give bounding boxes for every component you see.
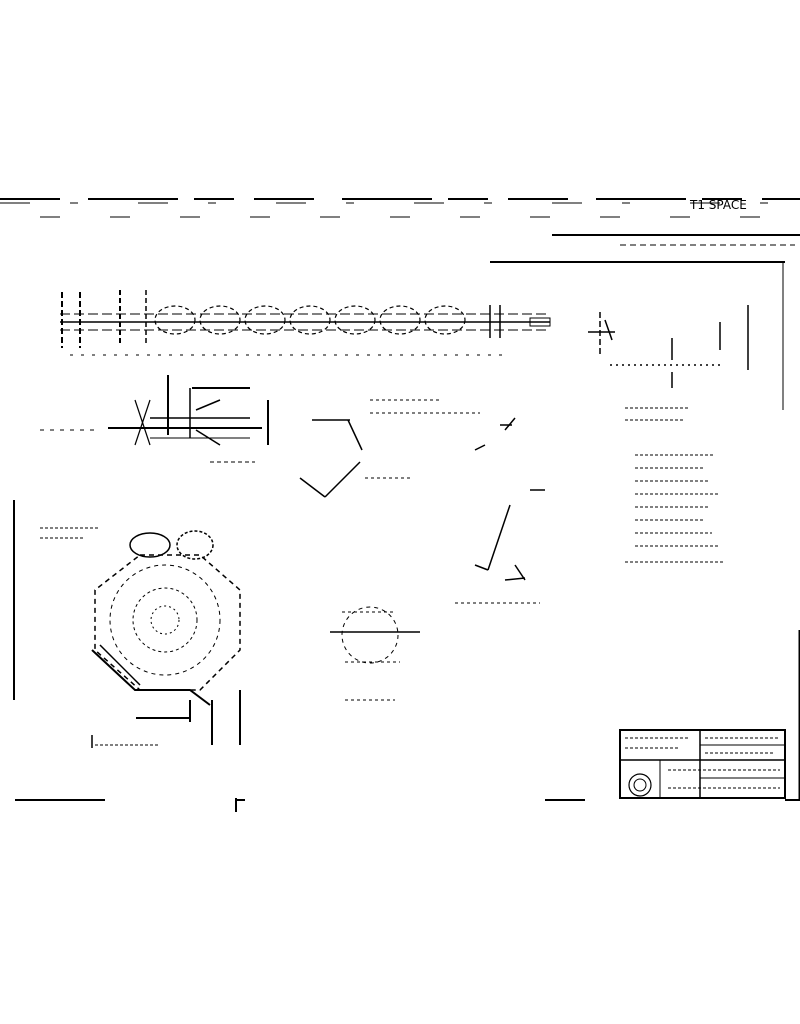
bracket-arm bbox=[455, 489, 545, 604]
circular-detail bbox=[330, 606, 420, 701]
end-detail bbox=[588, 262, 784, 410]
title-block bbox=[619, 729, 786, 799]
shaft-assembly bbox=[60, 290, 551, 356]
sheet-label: T1 SPACE bbox=[689, 198, 747, 212]
octagon-plate bbox=[40, 527, 241, 748]
side-section bbox=[40, 375, 269, 463]
callout-bend bbox=[299, 399, 516, 498]
sheet-border bbox=[0, 198, 800, 812]
notes-list bbox=[625, 407, 725, 563]
header-lines bbox=[40, 216, 800, 263]
